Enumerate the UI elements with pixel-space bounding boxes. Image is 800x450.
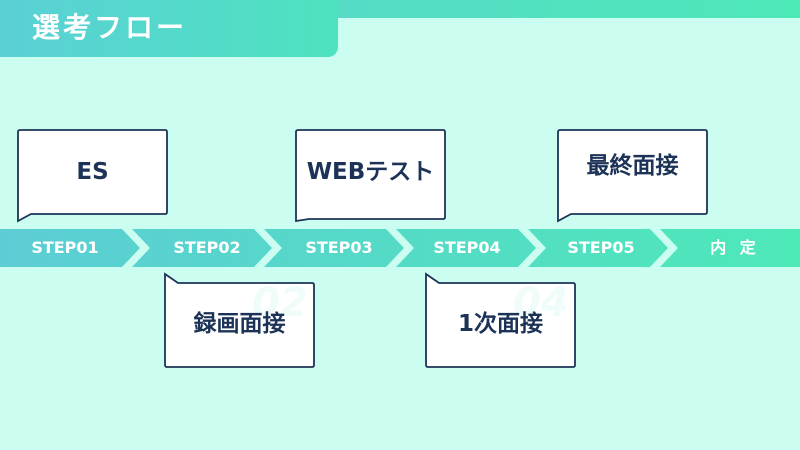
step-segment-4	[396, 229, 536, 267]
bubble-step-03: 03 WEBテスト	[295, 129, 446, 223]
step-label-1: STEP01	[31, 238, 99, 257]
bubble-step-01: 01 ES	[17, 129, 168, 223]
step-label-4: STEP04	[433, 238, 501, 257]
step-label-3: STEP03	[305, 238, 373, 257]
bubble-outline	[295, 129, 446, 223]
bubble-number: 02	[252, 280, 308, 326]
bubble-step-04: 04 1次面接	[425, 272, 576, 368]
bubble-outline	[425, 272, 576, 368]
step-label-5: STEP05	[567, 238, 635, 257]
step-segment-3	[264, 229, 404, 267]
bubble-number: 04	[513, 280, 569, 326]
bubble-outline	[557, 129, 708, 223]
bubble-text: 1次面接	[457, 311, 543, 337]
step-label-2: STEP02	[173, 238, 241, 257]
bubble-text: WEBテスト	[306, 159, 435, 185]
bubble-step-02: 02 録画面接	[164, 272, 315, 368]
bubble-text: 最終面接	[586, 153, 679, 179]
step-ribbon-shapes	[0, 229, 800, 267]
step-segment-1	[0, 229, 140, 267]
title-tab: 選考フロー	[0, 0, 338, 57]
bubble-outline	[164, 272, 315, 368]
bubble-step-05: 05 最終面接	[557, 129, 708, 223]
step-segment-5	[528, 229, 668, 267]
step-ribbon	[0, 229, 800, 267]
step-segment-2	[132, 229, 272, 267]
bubble-outline	[17, 129, 168, 223]
step-segment-6	[660, 229, 800, 267]
step-label-6: 内 定	[710, 238, 760, 257]
bubble-text: 録画面接	[193, 311, 286, 337]
bubble-text: ES	[76, 159, 109, 185]
page-title: 選考フロー	[32, 11, 188, 44]
